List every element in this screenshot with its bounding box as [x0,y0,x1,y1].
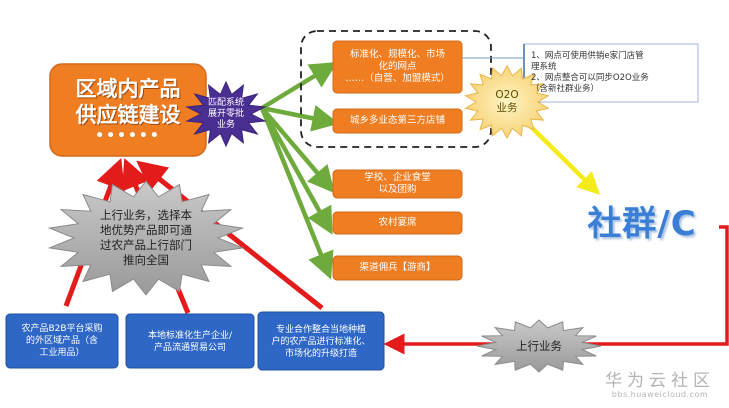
match-system-label: 匹配系统 展开零批 业务 [207,97,244,130]
green-arrow-5 [259,107,334,280]
channel-box-canteens [332,169,463,199]
supply-chain-title-line2: 供应链建设 [75,103,181,127]
channel-box-peddlers [332,255,463,281]
b2b-purchase-box [5,313,119,369]
green-arrow-2 [261,105,340,132]
o2o-burst [464,64,550,140]
channel-box-third-party-shops [332,108,463,134]
channel-box-peddlers-label: 渠道佣兵【游商】 [359,262,436,273]
o2o-notes-box [523,43,699,103]
channel-box-third-party-shops-label: 城乡多业态第三方店铺 [349,115,445,126]
community-c-label: 社群/C [587,203,697,244]
watermark-title: 华为云社区 [605,370,715,391]
channel-box-canteens-label: 学校、企业食堂 以及团购 [364,172,431,195]
supply-chain-title: 区域内产品 供应链建设 •••••• [50,64,206,156]
match-system-burst [185,80,267,148]
o2o-notes-text: 1、网点可使用供销e家门店管 理系统 2、网点整合可以同步O2O业务 （含新社群… [531,51,649,94]
cooperatives-box-label: 专业合作整合当地种植 户的农产品进行标准化、 市场化的升级打造 [271,325,371,359]
upstream-business-label: 上行业务 [516,338,562,353]
cooperatives-box [257,311,385,371]
dashed-group-border [300,30,492,148]
b2b-purchase-box-label: 农产品B2B平台采购 的外区域产品（含 工业用品） [21,324,103,358]
upstream-badge [476,319,602,373]
local-producers-box [125,313,255,369]
upstream-burst [47,180,245,296]
channel-box-standard-outlets-label: 标准化、规模化、市场 化的网点 ……（自营、加盟模式） [345,49,450,84]
channel-box-rural-banquets-label: 农村宴席 [378,217,417,228]
supply-chain-title-line1: 区域内产品 [75,77,181,101]
channel-box-standard-outlets [332,40,463,94]
supply-chain-title-dots: •••••• [95,128,161,144]
upstream-description-text: 上行业务，选择本 地优势产品即可通 过农产品上行部门 推向全国 [100,208,192,267]
o2o-business-label: O2O 业务 [495,89,519,114]
channel-box-rural-banquets [332,211,463,235]
green-arrow-3 [260,106,335,194]
green-arrow-4 [260,106,333,235]
local-producers-box-label: 本地标准化生产企业/ 产品流通贸易公司 [147,331,233,353]
watermark-url: bbs.huaweicloud.com [611,389,709,399]
green-arrow-1 [260,61,338,110]
